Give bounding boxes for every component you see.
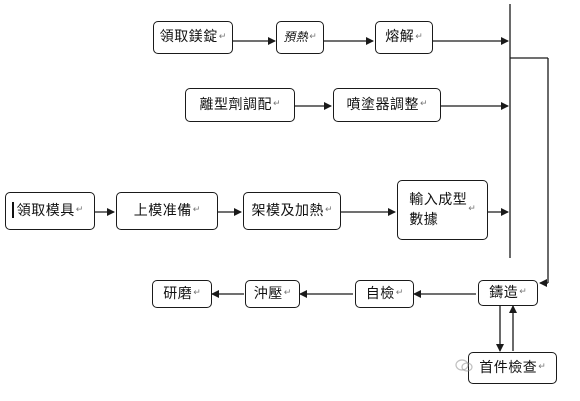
step-sprayer-adjust-label: 噴塗器調整 [346, 96, 419, 113]
paragraph-mark-icon: ↵ [324, 205, 333, 216]
step-melt-box: 熔解↵ [375, 21, 433, 54]
step-mold-prep-box: 上模准備↵ [116, 192, 218, 230]
paragraph-mark-icon: ↵ [272, 99, 281, 110]
step-stamping-label: 沖壓 [253, 285, 283, 302]
step-input-params-box: 輸入成型數據↵ [397, 180, 488, 240]
step-casting-label: 鑄造 [489, 284, 519, 301]
step-take-mold-label: 領取模具 [16, 202, 75, 219]
step-mold-prep-label: 上模准備 [133, 202, 192, 219]
step-take-ingot-label: 領取鎂錠 [159, 29, 218, 46]
step-preheat-label: 預熱 [283, 29, 309, 44]
step-sprayer-adjust-box: 噴塗器調整↵ [333, 88, 441, 122]
paragraph-mark-icon: ↵ [75, 205, 84, 216]
paragraph-mark-icon: ↵ [193, 288, 201, 299]
paragraph-mark-icon: ↵ [419, 99, 428, 110]
step-input-params-label: 輸入成型數據 [409, 191, 468, 228]
step-first-article-box: 首件檢查↵ [468, 352, 557, 384]
step-release-agent-label: 離型劑調配 [199, 96, 272, 113]
paragraph-mark-icon: ↵ [192, 205, 201, 216]
step-mount-heat-label: 架模及加熱 [251, 202, 324, 219]
paragraph-mark-icon: ↵ [395, 288, 404, 299]
step-casting-box: 鑄造↵ [478, 280, 538, 306]
paragraph-mark-icon: ↵ [538, 362, 546, 373]
paragraph-mark-icon: ↵ [218, 31, 227, 42]
step-take-mold-box: 領取模具↵ [5, 192, 95, 230]
step-take-ingot-box: 領取鎂錠↵ [153, 21, 233, 54]
step-self-check-box: 自檢↵ [355, 280, 414, 308]
step-melt-label: 熔解 [385, 29, 415, 46]
step-self-check-label: 自檢 [365, 285, 395, 302]
step-stamping-box: 沖壓↵ [245, 280, 300, 308]
step-grinding-box: 研磨↵ [152, 280, 212, 308]
step-release-agent-box: 離型劑調配↵ [185, 88, 295, 122]
cursor-bar [12, 202, 14, 218]
step-mount-heat-box: 架模及加熱↵ [243, 192, 341, 230]
paragraph-mark-icon: ↵ [415, 31, 423, 42]
step-first-article-label: 首件檢查 [479, 359, 538, 376]
step-grinding-label: 研磨 [163, 285, 193, 302]
paragraph-mark-icon: ↵ [309, 31, 317, 42]
paragraph-mark-icon: ↵ [283, 288, 292, 299]
paragraph-mark-icon: ↵ [519, 287, 527, 298]
paragraph-mark-icon: ↵ [468, 204, 476, 215]
step-preheat-box: 預熱↵ [276, 21, 324, 54]
